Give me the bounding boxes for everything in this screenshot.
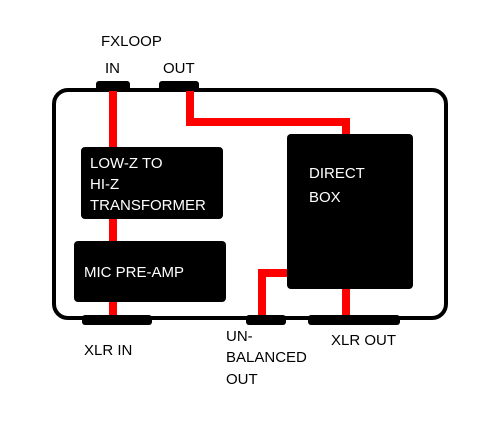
transformer-block (81, 147, 223, 219)
preamp-block (74, 241, 226, 302)
fx-out-label: OUT (163, 60, 195, 77)
preamp-label: MIC PRE-AMP (84, 264, 184, 281)
unbalanced-out-connector (246, 315, 286, 325)
xlr-in-label: XLR IN (84, 342, 132, 359)
transformer-label-line3: TRANSFORMER (90, 197, 206, 214)
unbalanced-out-label-line2: BALANCED (226, 349, 307, 366)
wire-direct-box-to-unbalanced-out (258, 269, 289, 320)
direct-box-block (287, 134, 413, 289)
direct-box-label-line2: BOX (309, 189, 341, 206)
fx-in-jack (96, 81, 130, 91)
unbalanced-out-label-line3: OUT (226, 371, 258, 388)
fx-in-label: IN (105, 60, 120, 77)
xlr-out-label: XLR OUT (331, 332, 396, 349)
unbalanced-out-label-line1: UN- (226, 328, 253, 345)
xlr-out-connector (308, 315, 400, 325)
wire-fx-out-to-direct-box (186, 84, 350, 140)
transformer-label-line2: HI-Z (90, 176, 119, 193)
direct-box-label-line1: DIRECT (309, 165, 365, 182)
fx-out-jack (159, 81, 199, 91)
fx-loop-label: FXLOOP (101, 33, 162, 50)
transformer-label-line1: LOW-Z TO (90, 155, 163, 172)
xlr-in-connector (82, 315, 152, 325)
